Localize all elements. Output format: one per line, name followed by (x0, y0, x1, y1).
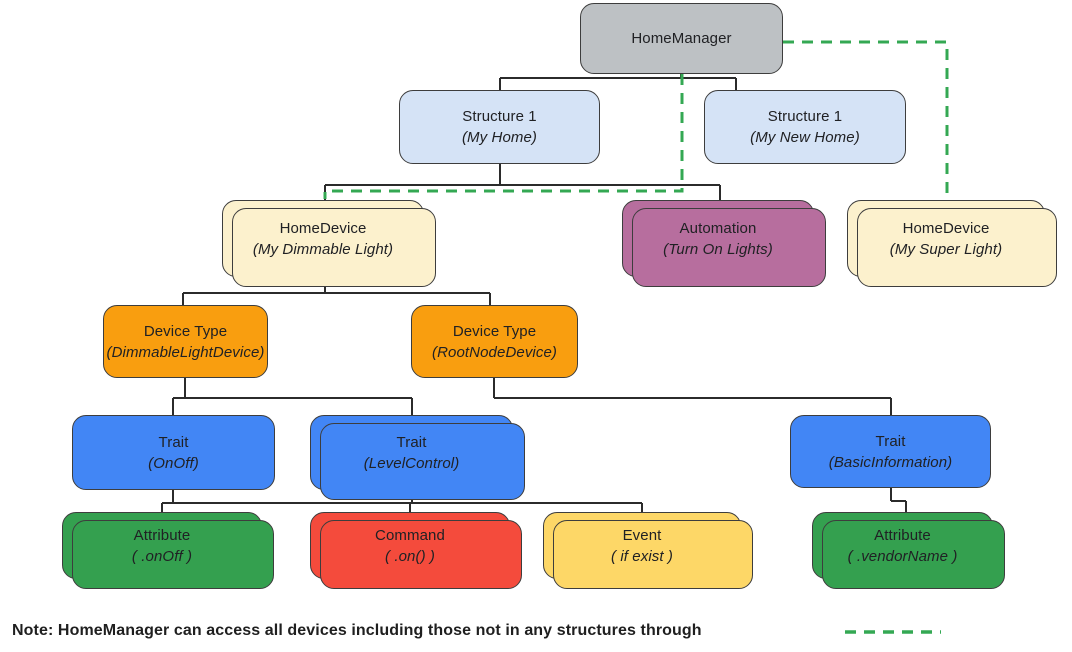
node-label: Command (375, 526, 445, 544)
node-sublabel: ( if exist ) (610, 547, 674, 565)
node-trait-levelcontrol: Trait (LevelControl) (310, 415, 513, 490)
dashed-access-link-super-light (783, 40, 949, 198)
node-label: Automation (679, 219, 757, 237)
node-label: Device Type (452, 322, 537, 340)
node-sublabel: (OnOff) (148, 454, 199, 472)
node-sublabel: (BasicInformation) (828, 453, 953, 471)
node-label: Attribute (133, 526, 191, 544)
node-attribute-vendorname: Attribute ( .vendorName ) (812, 512, 993, 579)
node-label: Trait (158, 433, 189, 451)
node-label: HomeDevice (902, 219, 990, 237)
node-sublabel: (LevelControl) (363, 454, 460, 472)
dashed-access-link-dimmable-light (323, 74, 684, 199)
node-automation-turn-on-lights: Automation (Turn On Lights) (622, 200, 814, 277)
node-attribute-onoff: Attribute ( .onOff ) (62, 512, 262, 579)
node-homemanager: HomeManager (580, 3, 783, 74)
node-command-on: Command ( .on() ) (310, 512, 510, 579)
footnote: Note: HomeManager can access all devices… (12, 622, 702, 639)
node-homedevice-my-super-light: HomeDevice (My Super Light) (847, 200, 1045, 277)
node-structure-my-new-home: Structure 1 (My New Home) (704, 90, 906, 164)
node-sublabel: (My New Home) (750, 129, 860, 146)
node-homedevice-my-dimmable-light: HomeDevice (My Dimmable Light) (222, 200, 424, 277)
node-label: HomeManager (631, 30, 732, 47)
node-structure-my-home: Structure 1 (My Home) (399, 90, 600, 164)
node-trait-onoff: Trait (OnOff) (72, 415, 275, 490)
node-sublabel: ( .onOff ) (131, 547, 193, 565)
node-sublabel: (My Super Light) (889, 240, 1003, 258)
node-sublabel: (RootNodeDevice) (432, 343, 557, 361)
node-label: Structure 1 (767, 108, 843, 125)
node-label: Event (622, 526, 662, 544)
node-label: Trait (396, 433, 427, 451)
node-sublabel: ( .on() ) (384, 547, 436, 565)
node-event-if-exist: Event ( if exist ) (543, 512, 741, 579)
node-devicetype-dimmablelightdevice: Device Type (DimmableLightDevice) (103, 305, 268, 378)
node-label: Structure 1 (462, 108, 537, 125)
node-sublabel: (My Dimmable Light) (252, 240, 394, 258)
node-devicetype-rootnodedevice: Device Type (RootNodeDevice) (411, 305, 578, 378)
node-label: Attribute (874, 526, 931, 544)
node-sublabel: (Turn On Lights) (663, 240, 773, 258)
node-trait-basicinformation: Trait (BasicInformation) (790, 415, 991, 488)
node-label: HomeDevice (279, 219, 367, 237)
node-sublabel: ( .vendorName ) (847, 547, 958, 565)
node-label: Device Type (143, 322, 228, 340)
node-label: Trait (875, 432, 906, 450)
node-sublabel: (DimmableLightDevice) (106, 343, 265, 361)
node-sublabel: (My Home) (461, 129, 538, 146)
